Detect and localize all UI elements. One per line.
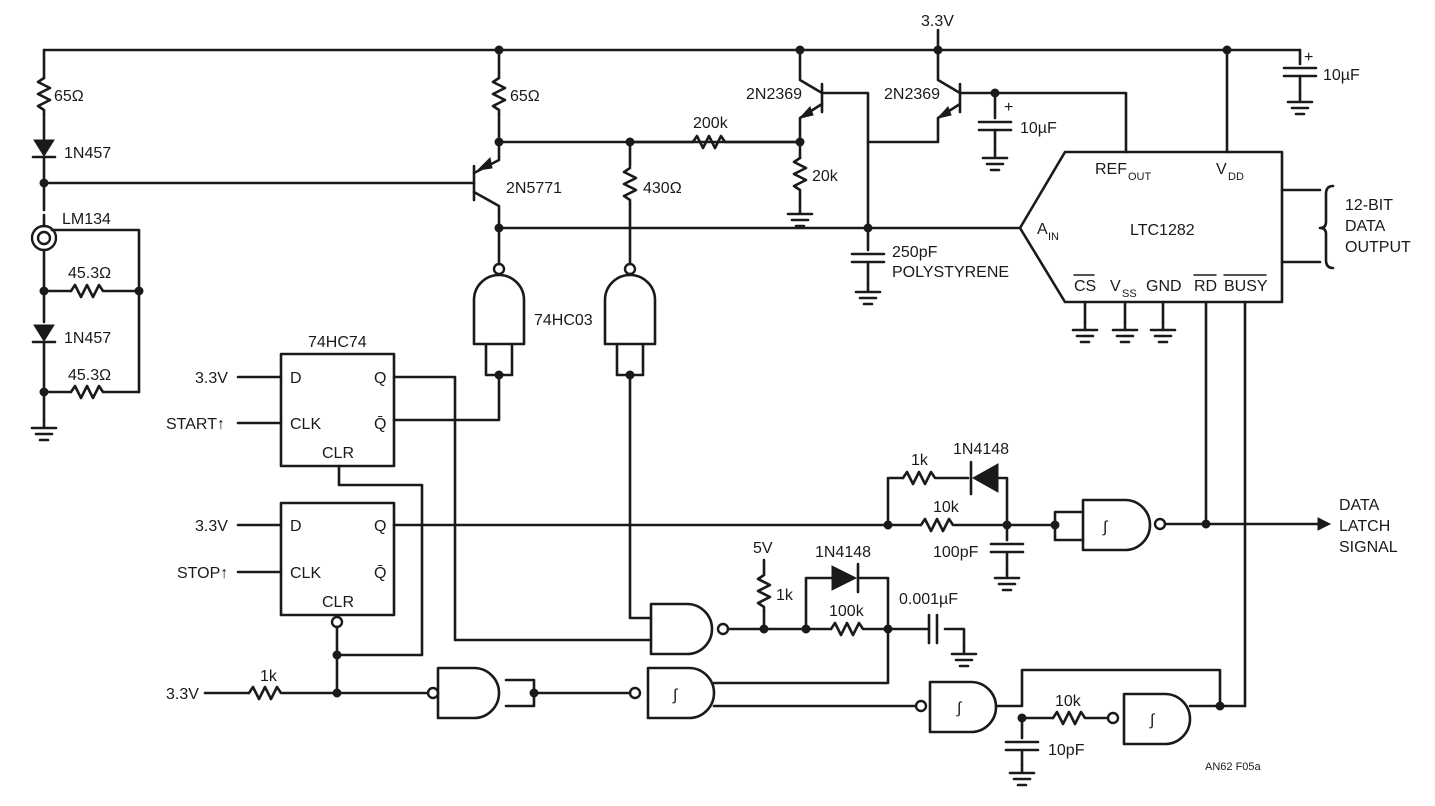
- r65-left-label: 65Ω: [54, 88, 84, 105]
- input-3v3-3: 3.3V: [166, 686, 199, 703]
- adc-vss-label: V: [1110, 278, 1121, 295]
- r45a-label: 45.3Ω: [68, 265, 111, 282]
- r10k-label: 10k: [933, 499, 960, 516]
- svg-text:+: +: [1304, 49, 1313, 66]
- supply-5v-label: 5V: [753, 540, 773, 557]
- input-3v3-1: 3.3V: [195, 370, 228, 387]
- ff1-q: Q: [374, 370, 386, 387]
- ff-title: 74HC74: [308, 334, 367, 351]
- q1-label: 2N2369: [746, 86, 802, 103]
- bias-network: [628, 134, 814, 228]
- nand-label: 74HC03: [534, 312, 593, 329]
- adc-rd-label: RD: [1194, 278, 1217, 295]
- latch-line-1: DATA: [1339, 497, 1380, 514]
- adc-vdd-sub: DD: [1228, 171, 1244, 183]
- r1k-diode-label: 1k: [911, 452, 929, 469]
- ff2-body: [236, 476, 1009, 695]
- r10k-osc-label: 10k: [1055, 693, 1082, 710]
- cap-10uf-top-label: 10µF: [1323, 67, 1360, 84]
- ff1-qbar: Q̄: [374, 416, 386, 433]
- r20k-label: 20k: [812, 168, 839, 185]
- adc-gnd-label: GND: [1146, 278, 1182, 295]
- cap-250pf-type: POLYSTYRENE: [892, 264, 1009, 281]
- ff1-clr: CLR: [322, 445, 354, 462]
- ff1-body: [236, 352, 653, 657]
- ff2-d: D: [290, 518, 302, 535]
- ff2-qbar: Q̄: [374, 565, 386, 582]
- r45b-label: 45.3Ω: [68, 367, 111, 384]
- nand-74hc03-a: [392, 262, 526, 422]
- ff2-clk: CLK: [290, 565, 321, 582]
- pnp-stage-wires: [472, 48, 1022, 266]
- cap-250pf: [850, 226, 886, 306]
- schmitt-latch: ∫: [1102, 519, 1109, 536]
- d4148b-label: 1N4148: [815, 544, 871, 561]
- cap-10uf-top: +: [1282, 48, 1318, 116]
- input-stop: STOP↑: [177, 565, 228, 582]
- d4148a-label: 1N4148: [953, 441, 1009, 458]
- adc-busy-label: BUSY: [1224, 278, 1268, 295]
- bus-line-2: DATA: [1345, 218, 1386, 235]
- d2-label: 1N457: [64, 330, 111, 347]
- r200k-label: 200k: [693, 115, 729, 132]
- schmitt-2: ∫: [956, 700, 963, 717]
- cap-001-label: 0.001µF: [899, 591, 958, 608]
- bus-line-3: OUTPUT: [1345, 239, 1411, 256]
- ff2-clr: CLR: [322, 594, 354, 611]
- left-chain-wires: [30, 48, 476, 442]
- ff1-clk: CLK: [290, 416, 321, 433]
- ff2-q: Q: [374, 518, 386, 535]
- r1k-in-label: 1k: [260, 668, 278, 685]
- q1-transistor: [798, 48, 870, 230]
- r430-label: 430Ω: [643, 180, 682, 197]
- adc-ain-sub: IN: [1048, 231, 1059, 243]
- cap-100pf-label: 100pF: [933, 544, 979, 561]
- input-3v3-2: 3.3V: [195, 518, 228, 535]
- ltc1282-body: [1018, 48, 1335, 708]
- supply-rail: [42, 28, 1302, 52]
- d1-label: 1N457: [64, 145, 111, 162]
- lm134-label: LM134: [62, 211, 111, 228]
- adc-ain-label: A: [1037, 221, 1048, 238]
- cap-10uf-emitter-label: 10µF: [1020, 120, 1057, 137]
- r100k-label: 100k: [829, 603, 865, 620]
- oneshot: [649, 558, 978, 685]
- ff1-d: D: [290, 370, 302, 387]
- r65-mid-label: 65Ω: [510, 88, 540, 105]
- cap-10pf-label: 10pF: [1048, 742, 1085, 759]
- input-start: START↑: [166, 416, 225, 433]
- svg-text:+: +: [1004, 99, 1013, 116]
- figure-code: AN62 F05a: [1205, 761, 1262, 773]
- nand-74hc03-b: [603, 262, 657, 620]
- cap-250pf-label: 250pF: [892, 244, 938, 261]
- bus-line-1: 12-BIT: [1345, 197, 1393, 214]
- adc-vdd-label: V: [1216, 161, 1227, 178]
- adc-vss-sub: SS: [1122, 288, 1137, 300]
- latch-line-3: SIGNAL: [1339, 539, 1398, 556]
- adc-ref-sub: OUT: [1128, 171, 1152, 183]
- adc-ref-label: REF: [1095, 161, 1127, 178]
- supply-3v3-label: 3.3V: [921, 13, 954, 30]
- q-pnp-label: 2N5771: [506, 180, 562, 197]
- adc-part-label: LTC1282: [1130, 222, 1195, 239]
- q2-transistor: +: [866, 48, 1128, 172]
- adc-cs-label: CS: [1074, 278, 1096, 295]
- latch-line-2: LATCH: [1339, 518, 1390, 535]
- r1k-5v-label: 1k: [776, 587, 794, 604]
- schmitt-1: ∫: [672, 687, 679, 704]
- bottom-row: [203, 666, 1247, 787]
- q2-label: 2N2369: [884, 86, 940, 103]
- latch-path: [901, 460, 1332, 592]
- schmitt-3: ∫: [1149, 712, 1156, 729]
